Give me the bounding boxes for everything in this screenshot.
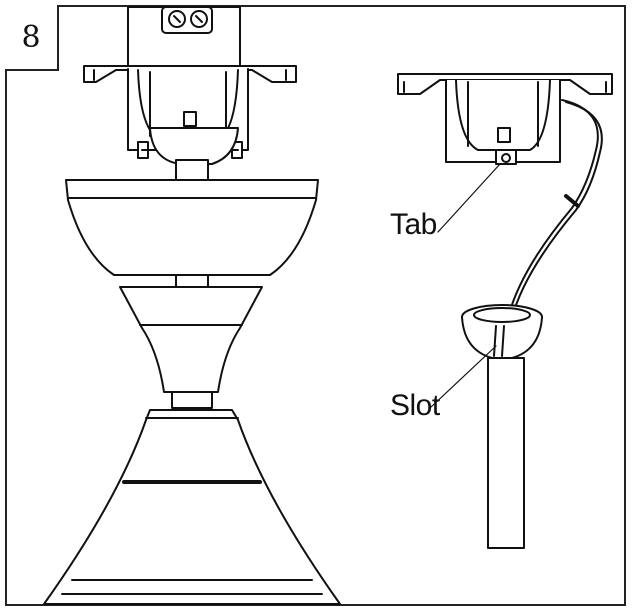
slot-leader-line [429, 345, 497, 409]
bracket-detail [397, 73, 613, 163]
downrod-detail [487, 357, 525, 549]
wires [507, 99, 603, 319]
assembled-fan [43, 6, 341, 605]
exploded-view [397, 73, 613, 549]
hanger-ball-detail [461, 304, 543, 359]
tab-leader-line [437, 163, 501, 233]
step-number: 8 [5, 5, 59, 71]
downrod-top [175, 159, 209, 183]
canopy [65, 179, 319, 276]
downrod-middle [175, 274, 209, 288]
motor-coupling [119, 286, 263, 393]
tab-label: Tab [390, 208, 437, 241]
hanger-ball [149, 127, 239, 165]
bracket-tab [495, 149, 517, 165]
motor-collar [171, 391, 213, 409]
ceiling-outlet-box [127, 6, 241, 70]
slot-label: Slot [390, 389, 440, 422]
motor-housing [43, 409, 341, 605]
